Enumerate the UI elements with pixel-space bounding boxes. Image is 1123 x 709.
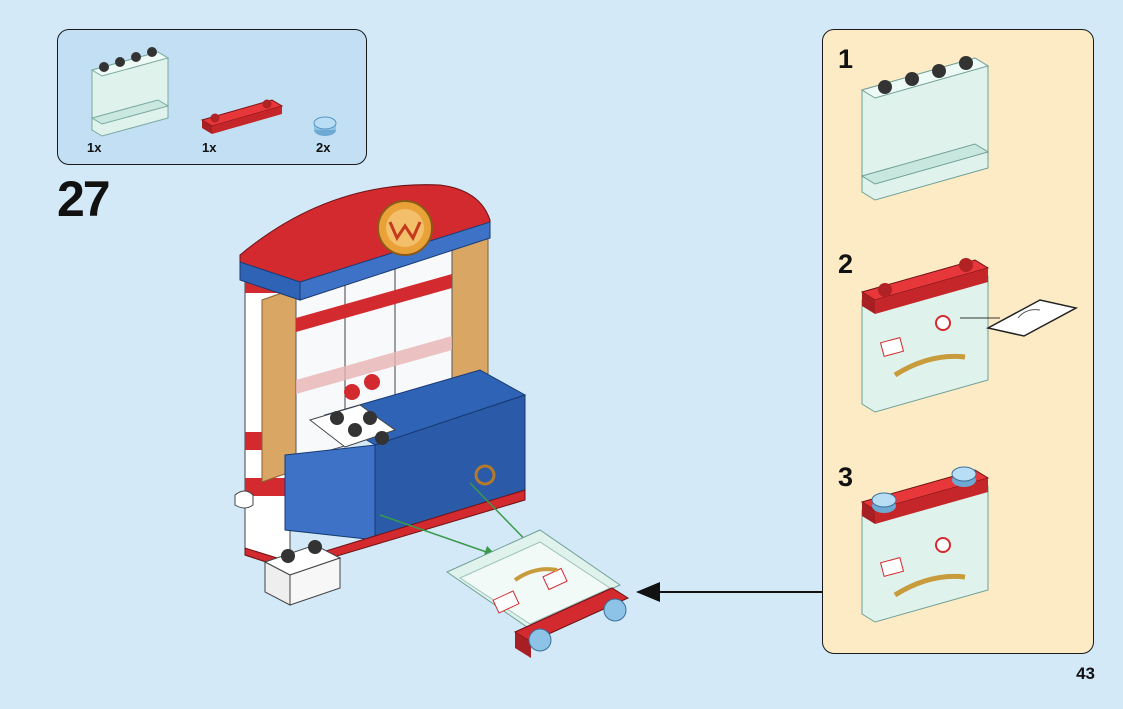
sub-step-2-panel [860,258,1079,413]
sub-step-number-1: 1 [838,44,854,74]
red-plate-1x4-icon [200,99,284,134]
part-qty-stud: 2x [316,140,331,155]
transparent-light-blue-round-stud-icon [313,116,337,136]
sub-step-number-3: 3 [838,462,854,492]
part-qty-plate: 1x [202,140,217,155]
step-number: 27 [57,171,111,227]
sub-step-number-2: 2 [838,249,854,279]
guide-line-left [379,514,497,558]
sticker-callout-icon [985,299,1079,337]
page-number: 43 [1076,664,1095,683]
main-model [234,184,527,606]
sub-assembly-panel [445,529,630,658]
transparent-panel-1x4x3-icon [90,47,170,137]
sub-step-3-panel [860,466,990,623]
sub-step-1-panel [860,56,990,201]
part-qty-panel: 1x [87,140,102,155]
